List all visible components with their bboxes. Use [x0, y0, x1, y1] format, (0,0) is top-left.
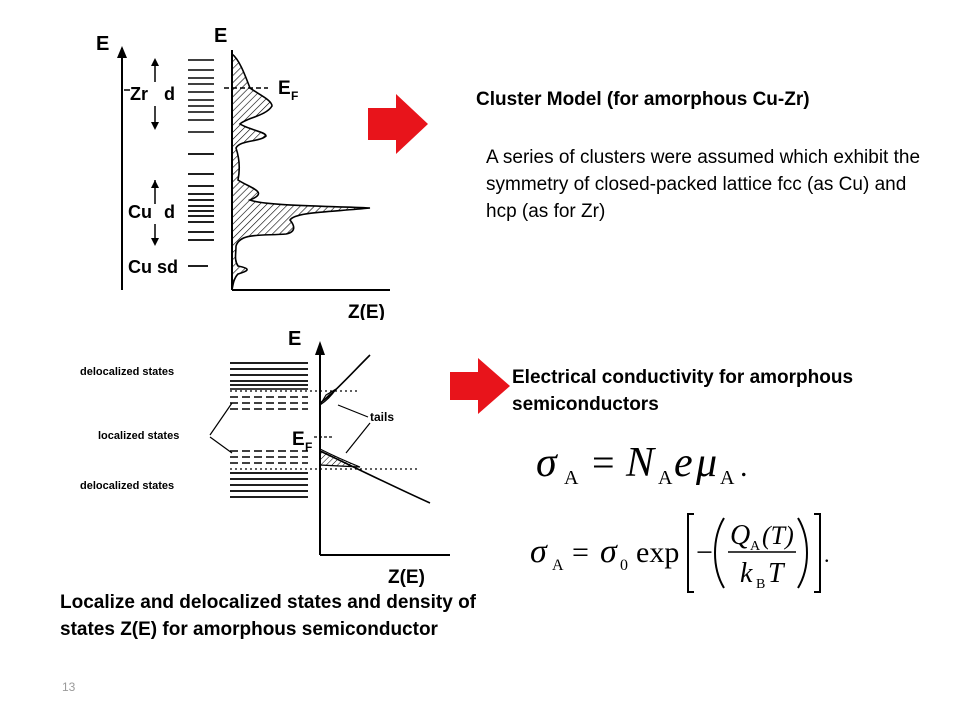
eq2-k: k: [740, 558, 753, 589]
eq1-sub: A: [564, 467, 579, 489]
eq1-n-sub: A: [658, 467, 673, 489]
eq2-sub: A: [552, 557, 564, 574]
slide-number: 13: [62, 680, 76, 694]
cluster-model-title: Cluster Model (for amorphous Cu-Zr): [476, 89, 810, 110]
eq2-q-sub: A: [750, 539, 761, 554]
tails-label: tails: [370, 410, 394, 424]
conductivity-equation-2: σ A = σ 0 exp − Q A (T) k B T .: [530, 513, 830, 593]
x-axis-label-top: Z(E): [348, 302, 385, 320]
eq2-end: .: [824, 542, 830, 567]
eq1-mu-sub: A: [720, 467, 735, 489]
eq1-e: e: [674, 440, 693, 486]
eq2-k-sub: B: [756, 577, 765, 592]
arrow-icon-2: [450, 358, 510, 414]
axis-e-right-label: E: [214, 25, 227, 47]
eq2-minus: −: [696, 536, 713, 569]
dos-curve-top: [231, 53, 371, 291]
bottom-caption: Localize and delocalized states and dens…: [60, 592, 476, 640]
fermi-sub-bottom: F: [305, 440, 312, 454]
x-axis-label-bottom: Z(E): [388, 567, 425, 588]
arrow-icon: [368, 94, 428, 154]
eq2-zero: 0: [620, 557, 628, 574]
fermi-sub-top: F: [291, 89, 298, 103]
cu-levels: [188, 173, 214, 267]
eq2-equals: =: [572, 536, 589, 569]
cluster-dos-diagram: E E Z(E) Zr d Cu d Cu sd E F: [96, 25, 390, 320]
delocalized-states-bottom-label: delocalized states: [80, 480, 174, 492]
zr-levels: [188, 59, 214, 133]
fermi-label-bottom: E: [292, 429, 305, 450]
eq1-n: N: [625, 440, 656, 486]
eq1-sigma: σ: [536, 440, 559, 486]
eq1-end: .: [740, 450, 748, 483]
delocalized-states-top-label: delocalized states: [80, 366, 174, 378]
axis-e-bottom-label: E: [288, 328, 301, 350]
cluster-model-description: A series of clusters were assumed which …: [486, 147, 921, 222]
eq2-t-arg: (T): [762, 521, 794, 550]
zr-label: Zr: [130, 84, 148, 104]
conductivity-equation-1: σ A = N A e μ A .: [536, 440, 748, 489]
eq2-sigma0: σ: [600, 533, 618, 570]
eq2-t: T: [768, 558, 786, 589]
axis-e-left-label: E: [96, 33, 109, 55]
cu-d-label: d: [164, 202, 175, 222]
zr-d-label: d: [164, 84, 175, 104]
conductivity-title: Electrical conductivity for amorphous se…: [512, 367, 854, 415]
cu-label: Cu: [128, 202, 152, 222]
fermi-label-top: E: [278, 78, 291, 99]
cu-sd-label: Cu sd: [128, 257, 178, 277]
eq2-exp: exp: [636, 536, 679, 569]
eq1-equals: =: [592, 440, 615, 485]
eq2-sigma: σ: [530, 533, 548, 570]
eq1-mu: μ: [695, 440, 717, 486]
eq2-q: Q: [730, 520, 750, 551]
localized-states-diagram: E Z(E) delocalized states localized stat…: [80, 328, 450, 588]
localized-states-label: localized states: [98, 430, 179, 442]
